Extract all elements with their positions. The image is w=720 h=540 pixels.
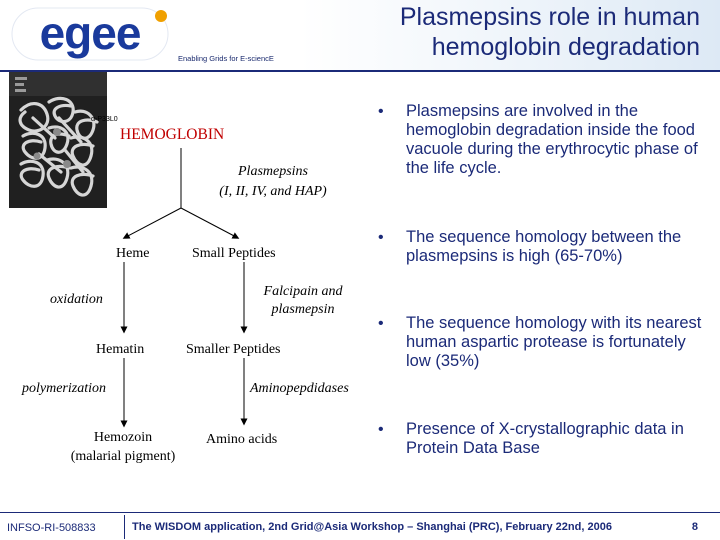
hematin-label: Hematin [96,342,145,357]
footer-text: The WISDOM application, 2nd Grid@Asia Wo… [132,521,612,533]
arrow-to-heme [122,207,182,239]
plasmepsins-line-1: Plasmepsins [238,164,308,179]
header: egee Enabling Grids for E-sciencE Plasme… [0,0,720,70]
logo-dot [155,10,167,22]
small-peptides-label: Small Peptides [192,246,276,261]
falcipain-label: Falcipain and plasmepsin [248,284,358,318]
bullet-text: Plasmepsins are involved in the hemoglob… [406,102,698,177]
hemozoin-label: Hemozoin (malarial pigment) [48,430,198,465]
hemoglobin-label: HEMOGLOBIN [120,126,225,143]
structure-label: α-P33L0 [91,116,118,123]
page-number: 8 [691,521,698,533]
bullet-text: Presence of X-crystallographic data in P… [406,420,684,457]
header-rule [0,70,720,72]
bullet-text: The sequence homology between the plasme… [406,228,682,265]
plasmepsins-line-2: (I, II, IV, and HAP) [219,184,327,199]
bullet-marker: • [378,421,384,438]
hemoglobin-structure-image [9,72,107,208]
amino-acids-label: Amino acids [206,432,278,447]
footer-project-code: INFSO-RI-508833 [7,522,96,534]
aminopeptidases-label: Aminopepdidases [250,381,349,396]
footer: INFSO-RI-508833 The WISDOM application, … [0,512,720,540]
polymerization-label: polymerization [22,381,106,396]
title-line-1: Plasmepsins role in human [399,3,700,31]
falcipain-line-1: Falcipain and [263,284,343,299]
bullet-text: The sequence homology with its nearest h… [406,314,702,370]
egee-logo: egee [11,7,169,61]
hemozoin-line-1: Hemozoin [93,430,153,445]
title-line-2: hemoglobin degradation [431,33,700,61]
slide-title: Plasmepsins role in human hemoglobin deg… [280,2,700,62]
bullet-marker: • [378,315,384,332]
header-background [300,0,720,70]
bullet-marker: • [378,229,384,246]
falcipain-line-2: plasmepsin [271,302,335,317]
heme-label: Heme [116,246,150,261]
logo-text: egee [40,7,141,59]
plasmepsins-label: Plasmepsins (I, II, IV, and HAP) [186,164,360,200]
degradation-diagram: HEMOGLOBIN Plasmepsins (I, II, IV, and H… [0,120,380,480]
arrow-to-small-peptides [180,207,240,239]
diagram-arrows [120,148,248,428]
tagline: Enabling Grids for E-sciencE [178,54,274,63]
bullet-marker: • [378,103,384,120]
oxidation-label: oxidation [50,292,103,307]
footer-divider [124,515,125,539]
smaller-peptides-label: Smaller Peptides [186,342,281,357]
hemozoin-line-2: (malarial pigment) [70,449,176,464]
